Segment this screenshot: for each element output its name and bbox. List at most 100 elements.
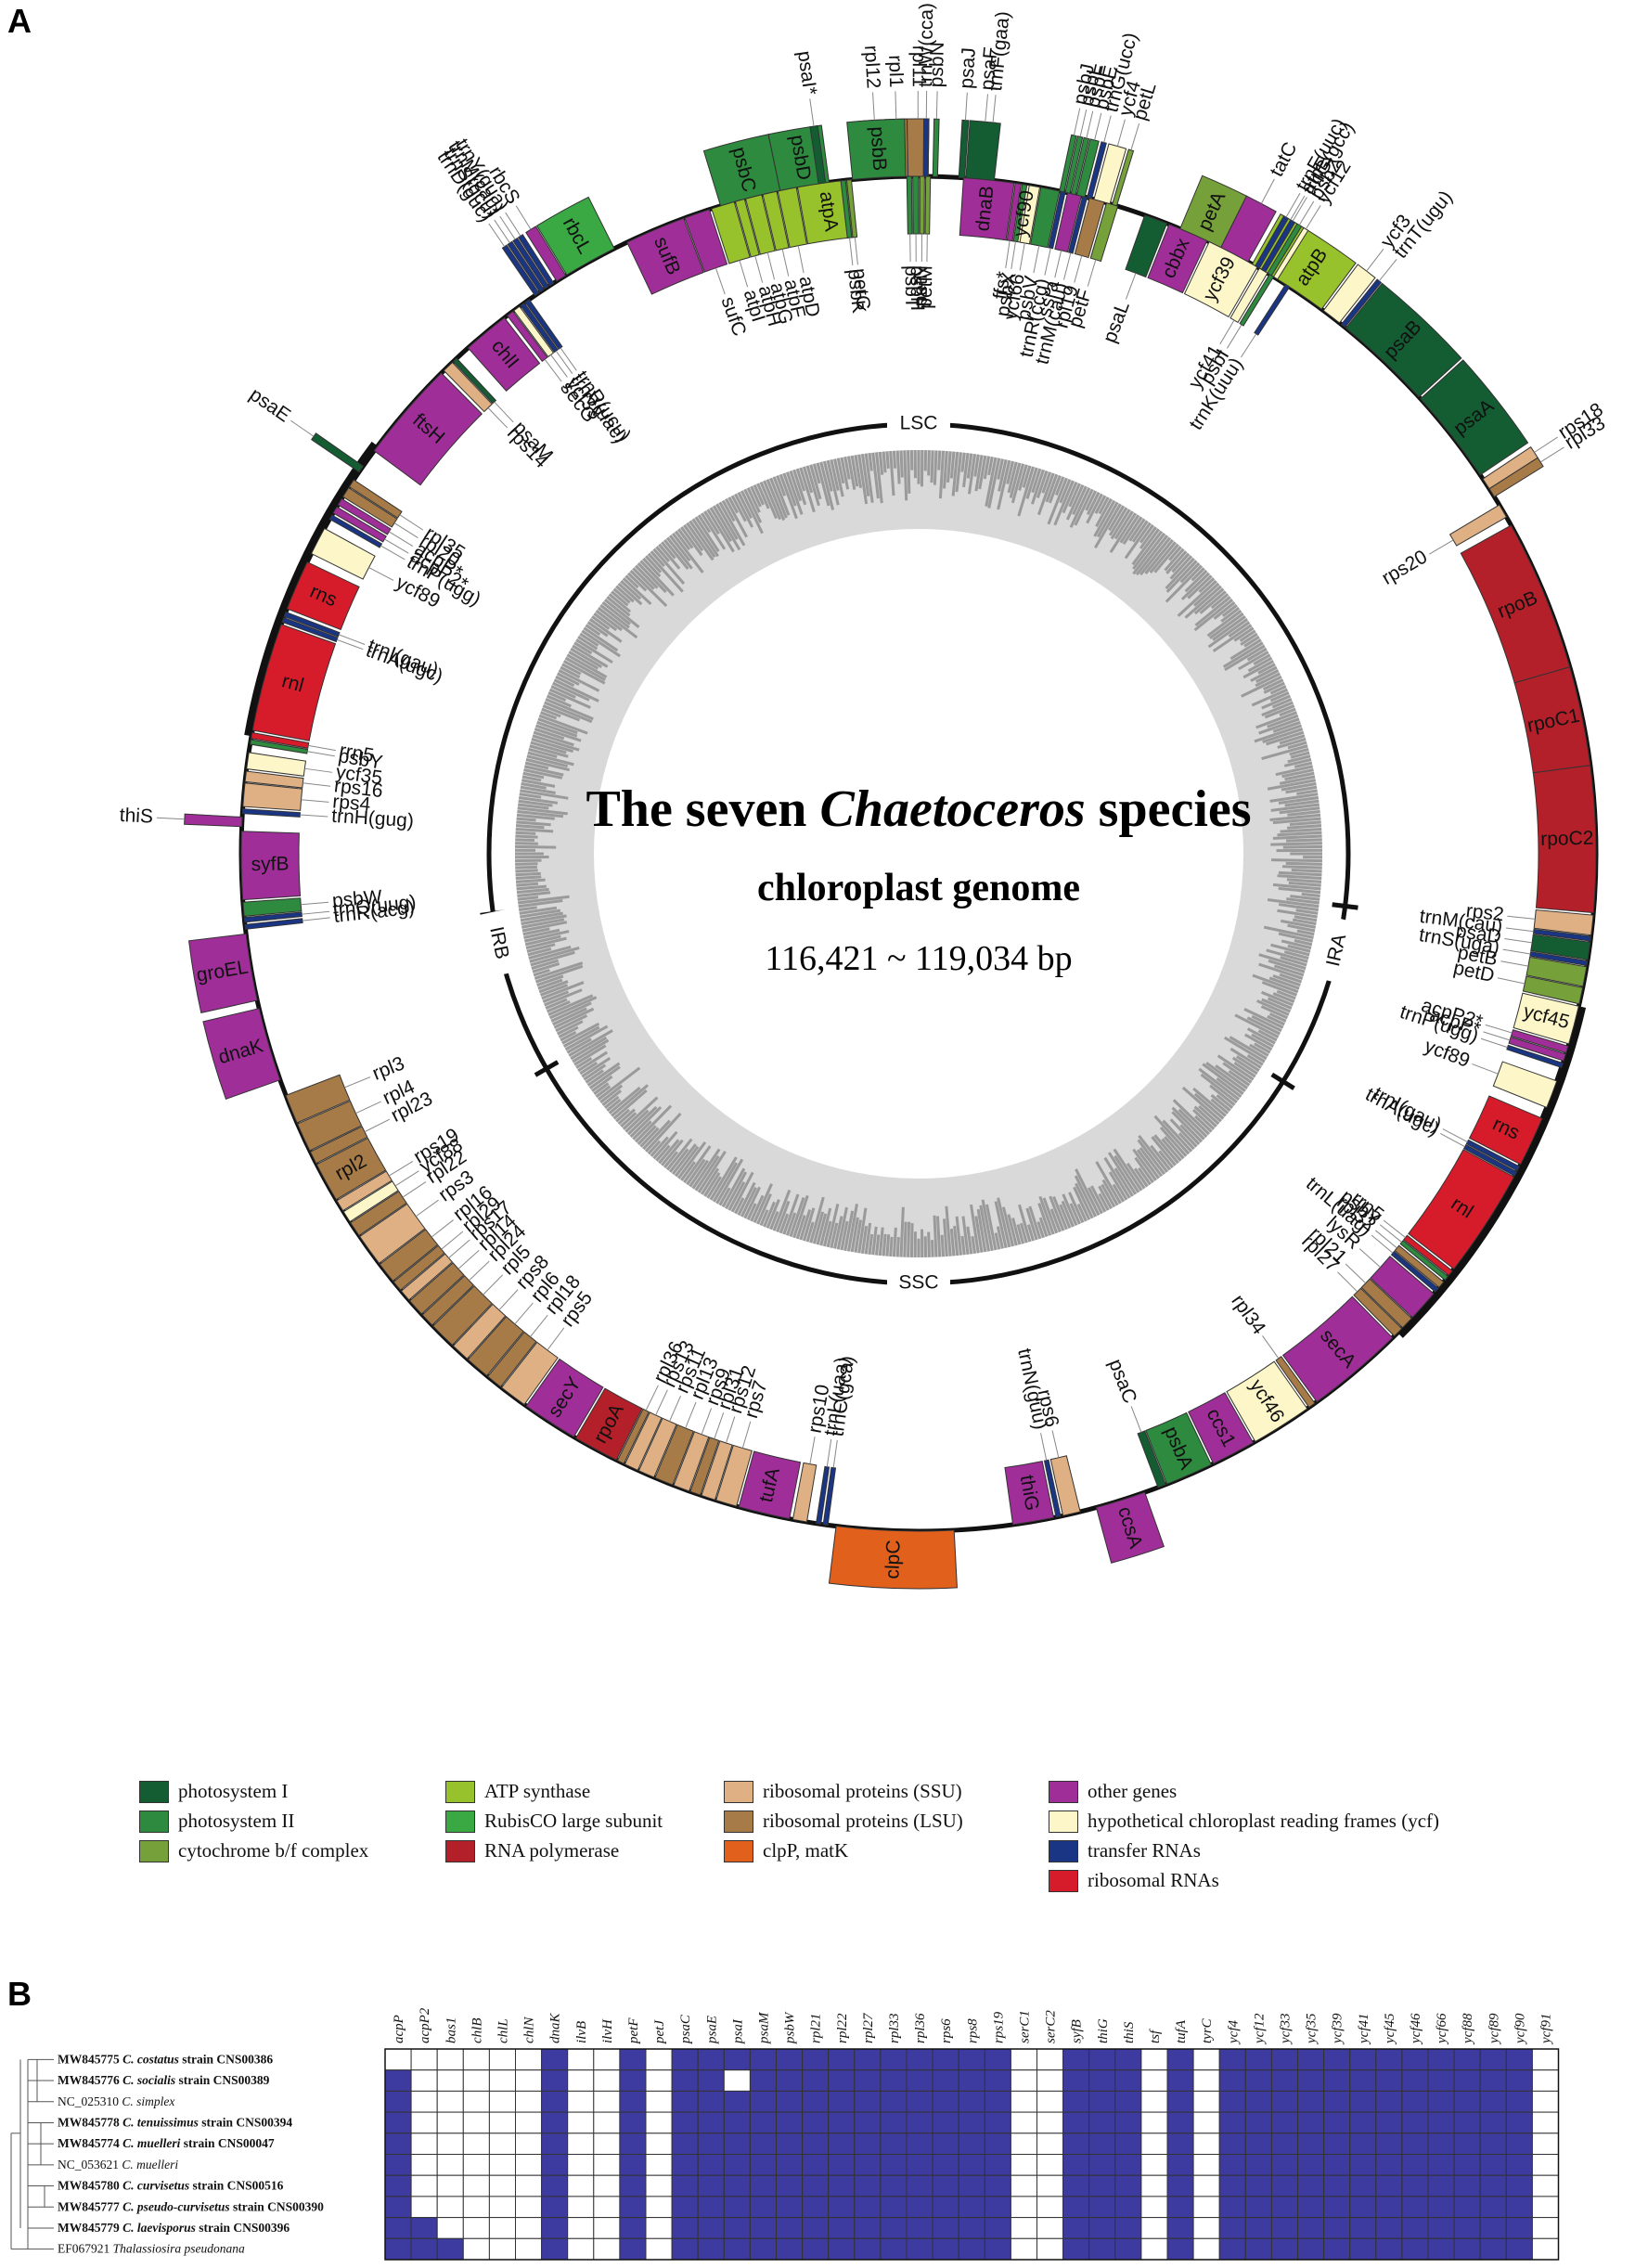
gene-leader-line [1130,1406,1142,1433]
gc-bar [1200,1073,1238,1103]
gene-block [393,1244,445,1291]
gc-bar [677,528,694,549]
legend-swatch [139,1810,169,1833]
matrix-cell [1323,2196,1351,2219]
matrix-cell [828,2154,856,2176]
gc-bar [521,775,542,782]
gc-bar [1131,528,1160,566]
gene-block [242,782,303,811]
gc-bar [1246,1027,1276,1045]
gene-block [348,479,403,519]
matrix-cell [1323,2154,1351,2176]
gene-column-label: ilvH [600,2018,615,2043]
gene-leader-line [448,1239,470,1258]
matrix-cell [802,2133,830,2156]
gc-bar [809,1196,825,1244]
matrix-cell [541,2069,569,2092]
gc-bar [1162,1119,1192,1153]
gc-bar [772,476,791,516]
gc-bar [1149,541,1177,573]
gene-block [1522,975,1584,1005]
gc-bar [1181,1086,1222,1123]
gene-block [379,1229,439,1282]
matrix-cell [906,2237,933,2261]
gene-block [1468,1095,1543,1166]
matrix-cell [567,2154,595,2176]
gene-label: psbN [926,42,948,88]
matrix-cell [828,2174,856,2197]
gc-bar [544,988,583,1007]
gc-bar [531,959,560,970]
gc-bar [519,906,537,912]
matrix-cell [1505,2069,1533,2092]
gc-bar [943,450,948,489]
gc-bar [1011,1218,1022,1245]
gene-block [1226,1360,1308,1443]
gene-block [624,1411,663,1471]
gene-column-label: chlL [496,2018,510,2043]
gc-bar [555,675,575,688]
gc-bar [1294,761,1313,768]
gc-bar [703,1172,721,1197]
matrix-cell [1036,2133,1064,2156]
matrix-cell [671,2069,699,2092]
gc-bar [579,1061,599,1076]
matrix-cell [854,2133,882,2156]
gc-bar [895,450,901,484]
gc-bar [1048,475,1062,504]
gc-bar [518,899,563,908]
gene-block [281,616,339,643]
gc-bar [860,1225,869,1254]
gc-bar [960,452,966,472]
gc-bar [562,1025,600,1048]
gc-bar [994,1232,1001,1250]
gc-bar [1279,734,1306,745]
gene-presence-matrix: MW845775 C. costatus strain CNS00386MW84… [10,2007,1560,2261]
gene-block [286,561,360,631]
matrix-cell [697,2090,725,2113]
matrix-cell [932,2196,959,2219]
gene-block [188,933,258,1014]
gc-bar [734,493,754,528]
gc-bar [864,453,874,503]
gene-leader-line [1345,1263,1367,1284]
gene-block [1137,1430,1167,1488]
matrix-cell [541,2237,569,2261]
gc-bar [520,908,561,919]
legend-item: cytochrome b/f complex [139,1839,368,1862]
gc-bar [1133,1167,1149,1188]
gc-bar [1249,1043,1269,1057]
gc-bar [715,503,739,540]
gc-bar [1193,1105,1217,1128]
gc-bar [826,1204,840,1248]
matrix-cell [1375,2154,1403,2176]
matrix-cell [1140,2154,1168,2176]
gene-leader-line [290,419,315,437]
gc-bar [1184,585,1222,619]
gene-leader-line [555,350,573,374]
gc-bar [750,1194,765,1222]
gene-column-label: syfB [1070,2019,1085,2043]
gene-leader-line [1483,1031,1511,1041]
gene-label: psaC [1104,1356,1140,1406]
gc-bar [550,685,576,699]
gc-bar [680,526,703,557]
gc-bar [907,1221,911,1257]
legend-label: cytochrome b/f complex [178,1839,369,1862]
region-label-ssc: SSC [898,1272,938,1294]
gc-bar [611,590,629,607]
gc-bar [709,507,732,543]
gene-block [350,1191,407,1237]
gene-leader-line [849,238,854,266]
matrix-cell [984,2174,1011,2197]
gc-bar [933,450,938,485]
gene-block [1006,182,1022,242]
gene-block [1513,992,1579,1045]
matrix-cell [1010,2048,1038,2071]
matrix-cell [619,2217,647,2239]
matrix-cell [462,2069,490,2092]
gc-bar [570,1036,608,1061]
gc-bar [734,1197,745,1215]
gc-bar [885,451,890,469]
gc-bar [712,1162,739,1203]
